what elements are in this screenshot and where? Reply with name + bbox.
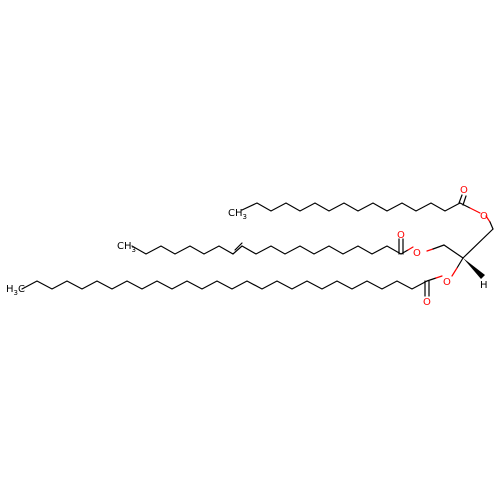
- atom-ch3-mid: CH3: [117, 241, 136, 254]
- atom-o-carbonyl-bot: O: [423, 297, 431, 308]
- top-chain-bonds: [241, 202, 461, 212]
- atom-labels: CH3 CH3 H3C O O O O O O H: [6, 185, 488, 308]
- bottom-c-o-bond-red: [435, 275, 443, 279]
- middle-acyl-chain: [131, 238, 445, 255]
- middle-o-ch2-bond: [432, 244, 445, 250]
- atom-ch3-top: CH3: [228, 208, 247, 221]
- middle-c-o-bond-red: [407, 246, 414, 251]
- top-acyl-chain: [241, 194, 494, 230]
- bottom-chain-bonds: [21, 280, 428, 290]
- middle-c-o-bond: [400, 249, 409, 255]
- top-o-ch2-bond: [489, 221, 494, 230]
- glycerol-c2-c3: [462, 228, 494, 259]
- glycerol-c1-c2: [443, 244, 464, 259]
- atom-o-ester-mid: O: [413, 248, 421, 259]
- middle-cis-double-bond: [234, 242, 243, 251]
- top-o-ch2-bond-red: [485, 215, 491, 223]
- glycerol-c2-o-red: [451, 267, 458, 277]
- atom-ch3-bot: H3C: [6, 284, 25, 297]
- top-c-o-bond-red: [469, 207, 481, 214]
- atom-o-ester-top: O: [480, 211, 488, 222]
- top-co-double-a: [458, 194, 463, 204]
- glycerol-backbone: [443, 228, 494, 279]
- bottom-c-o-bond: [426, 277, 437, 282]
- glycerol-c2-o: [456, 257, 464, 269]
- top-c-o-bond: [459, 202, 471, 209]
- atom-o-carbonyl-top: O: [460, 185, 468, 196]
- atom-h-stereo: H: [480, 280, 488, 291]
- top-co-double-b: [462, 195, 467, 206]
- atom-o-ester-bot: O: [443, 277, 451, 288]
- atom-o-carbonyl-mid: O: [397, 230, 405, 241]
- stereo-wedge: [463, 258, 485, 279]
- middle-o-ch2-bond-red: [426, 248, 434, 252]
- middle-chain-bonds: [131, 245, 402, 255]
- bottom-acyl-chain: [21, 275, 443, 297]
